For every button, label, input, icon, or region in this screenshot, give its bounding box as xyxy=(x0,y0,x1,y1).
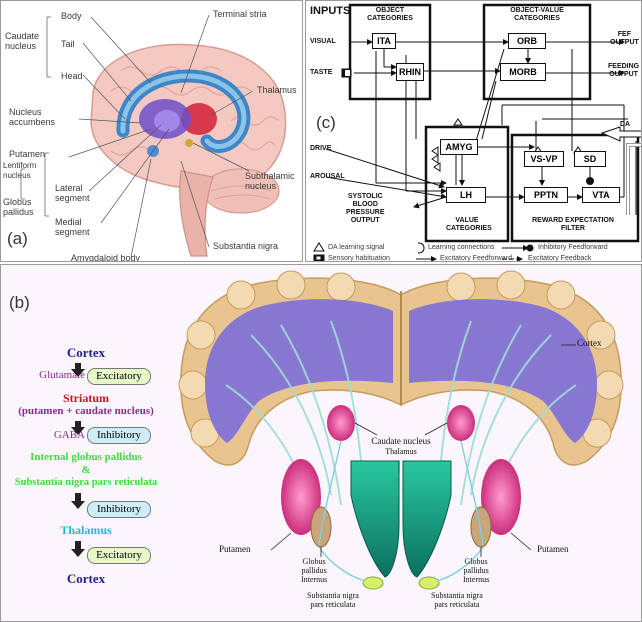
label-visual: VISUAL xyxy=(310,38,336,45)
thalamus-left xyxy=(350,460,400,578)
value-categories-title: VALUE CATEGORIES xyxy=(446,217,492,232)
flow-arrows xyxy=(71,363,85,557)
flow-striatum: Striatum xyxy=(63,391,109,405)
box-rhin: RHIN xyxy=(396,63,424,81)
brain-illustration xyxy=(20,14,287,258)
flow-snpr: Substantia nigra pars reticulata xyxy=(14,477,158,488)
section-label-caudate: Caudate nucleus xyxy=(371,436,431,446)
legend-excitatory-fb: Excitatory Feedback xyxy=(528,255,592,262)
flow-excitatory-1: Excitatory xyxy=(87,368,151,385)
box-vta: VTA xyxy=(582,187,620,203)
coronal-section xyxy=(178,270,624,590)
panel-a-tag: (a) xyxy=(7,229,28,248)
label-thalamus: Thalamus xyxy=(257,85,297,95)
legend-sensory-habituation: Sensory habituation xyxy=(328,255,390,262)
flow-ampersand: & xyxy=(81,464,91,476)
label-globus-pallidus: Globus pallidus xyxy=(3,197,34,217)
object-categories-frame xyxy=(348,3,432,101)
thalamus-shape xyxy=(181,103,217,135)
section-label-putamen-right: Putamen xyxy=(537,544,569,554)
section-label-gpi-right: Globus pallidus Internus xyxy=(463,557,490,584)
label-subthalamic-nucleus: Subthalamic nucleus xyxy=(245,171,295,191)
flow-thalamus: Thalamus xyxy=(60,523,112,537)
label-head: Head xyxy=(61,71,83,81)
legend-da-learning: DA learning signal xyxy=(328,244,385,251)
flow-internal-gp: Internal globus pallidus xyxy=(30,451,142,463)
label-putamen: Putamen xyxy=(9,149,46,159)
panel-c-circuit-diagram: INPUTS OBJECT CATEGORIES OBJECT-VALUE CA… xyxy=(305,0,642,262)
flow-glutamate: Glutamate xyxy=(39,369,85,381)
flow-cortex-bottom: Cortex xyxy=(66,571,106,586)
section-label-sn-right: Substantia nigra pars reticulata xyxy=(431,591,483,609)
box-amyg: AMYG xyxy=(440,139,478,155)
reward-filter-frame xyxy=(510,133,640,243)
thalamus-right xyxy=(402,460,452,578)
putamen-left xyxy=(281,459,321,535)
label-lateral-segment: Lateral segment xyxy=(55,183,90,203)
flow-arrow-2 xyxy=(71,421,85,435)
panel-c-tag: (c) xyxy=(316,113,336,132)
value-categories-frame xyxy=(424,125,510,243)
label-systolic-output: SYSTOLIC BLOOD PRESSURE OUTPUT xyxy=(346,193,385,224)
label-body: Body xyxy=(61,11,82,21)
sn-right xyxy=(418,576,440,590)
object-categories-title: OBJECT CATEGORIES xyxy=(367,7,413,22)
section-label-putamen-left: Putamen xyxy=(219,544,251,554)
box-orb: ORB xyxy=(508,33,546,49)
label-taste: TASTE xyxy=(310,69,333,76)
box-vs-vp: VS-VP xyxy=(524,151,564,167)
panel-b-tag: (b) xyxy=(9,293,30,312)
section-label-cortex: Cortex xyxy=(577,338,602,348)
box-pptn: PPTN xyxy=(524,187,568,203)
label-drive: DRIVE xyxy=(310,145,332,152)
section-label-sn-left: Substantia nigra pars reticulata xyxy=(307,591,359,609)
label-arousal: AROUSAL xyxy=(310,173,345,180)
legend-excitatory-ff: Excitatory Feedforward xyxy=(440,255,512,262)
legend-inhibitory-ff: Inhibitory Feedforward xyxy=(538,244,608,251)
panel-a-brain-anatomy: Body Caudate nucleus Tail Head Nucleus a… xyxy=(0,0,303,262)
flow-excitatory-2: Excitatory xyxy=(87,547,151,564)
box-morb: MORB xyxy=(500,63,546,81)
flow-cortex-top: Cortex xyxy=(66,345,106,360)
label-tail: Tail xyxy=(61,39,75,49)
caudate-left xyxy=(327,405,355,441)
inputs-title: INPUTS xyxy=(310,5,351,17)
flow-arrow-4 xyxy=(71,541,85,557)
gpi-left xyxy=(310,506,332,548)
label-amygdaloid-body: Amygdaloid body xyxy=(71,253,141,262)
box-ita: ITA xyxy=(372,33,396,49)
label-caudate-nucleus: Caudate nucleus xyxy=(5,31,40,51)
flow-arrow-3 xyxy=(71,493,85,509)
box-sd: SD xyxy=(574,151,606,167)
label-medial-segment: Medial segment xyxy=(55,217,90,237)
object-value-categories-title: OBJECT-VALUE CATEGORIES xyxy=(510,7,564,22)
section-label-gpi-left: Globus pallidus Internus xyxy=(301,557,328,584)
flow-arrow-1 xyxy=(71,363,85,377)
legend-learning-connections: Learning connections xyxy=(428,244,495,251)
label-fef-output: FEF OUTPUT xyxy=(610,31,639,46)
label-da: DA xyxy=(620,121,631,128)
sn-left xyxy=(362,576,384,590)
gpi-right xyxy=(470,506,492,548)
object-value-categories-frame xyxy=(482,3,592,101)
reward-filter-title: REWARD EXPECTATION FILTER xyxy=(532,217,614,232)
label-feeding-output: FEEDING OUTPUT xyxy=(608,63,640,78)
label-terminal-stria: Terminal stria xyxy=(213,9,267,19)
flow-inhibitory-1: Inhibitory xyxy=(87,427,151,444)
caudate-right xyxy=(447,405,475,441)
panel-b-basal-ganglia-pathway: (b) Cortex Glutamate Excitatory Striatum… xyxy=(0,264,642,622)
putamen-right xyxy=(481,459,521,535)
label-substantia-nigra: Substantia nigra xyxy=(213,241,279,251)
label-lentiform-nucleus: Lentiform nucleus xyxy=(3,161,37,180)
section-label-thalamus: Thalamus xyxy=(385,447,417,456)
label-nucleus-accumbens: Nucleus accumbens xyxy=(9,107,56,127)
flow-striatum-sub: (putamen + caudate nucleus) xyxy=(18,405,154,417)
flow-inhibitory-2: Inhibitory xyxy=(87,501,151,518)
box-lh: LH xyxy=(446,187,486,203)
